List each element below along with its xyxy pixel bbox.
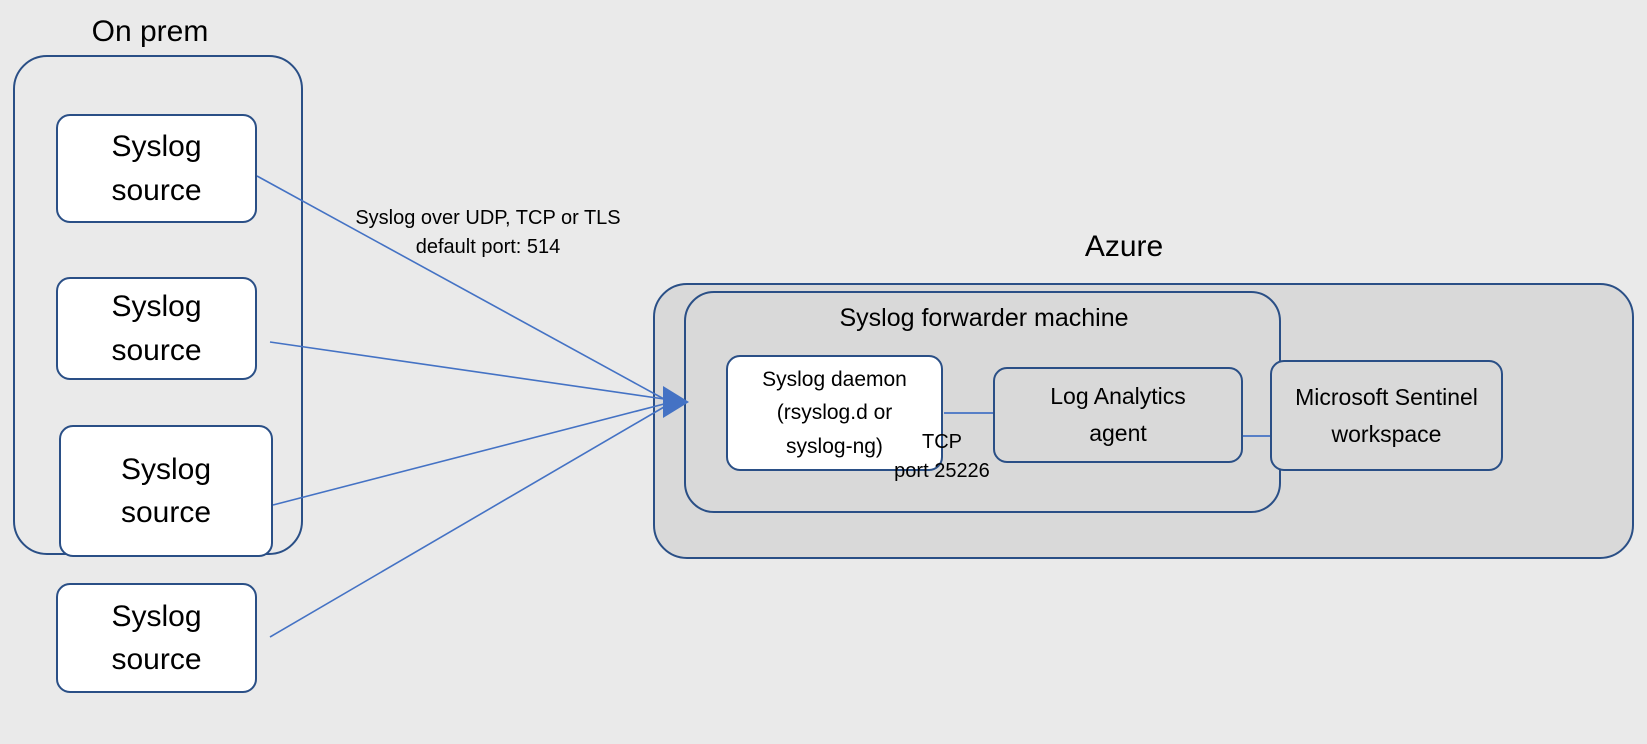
syslog-source-2-label: Syslog source [111, 290, 202, 367]
syslog-daemon-label: Syslog daemon (rsyslog.d or syslog-ng) [762, 367, 907, 458]
syslog-source-1[interactable]: Syslog source [56, 114, 257, 223]
syslog-source-4[interactable]: Syslog source [56, 583, 257, 693]
syslog-source-4-label: Syslog source [111, 599, 202, 677]
azure-label: Azure [1084, 230, 1164, 263]
ingest-edge-label: Syslog over UDP, TCP or TLS default port… [355, 207, 621, 258]
syslog-source-1-label: Syslog source [111, 130, 202, 207]
syslog-source-3-label: Syslog source [120, 452, 212, 530]
on-prem-label: On prem [91, 15, 209, 48]
log-analytics-agent[interactable]: Log Analytics agent [993, 367, 1243, 463]
daemon-to-agent-edge-label: TCP port 25226 [894, 431, 990, 482]
syslog-daemon[interactable]: Syslog daemon (rsyslog.d or syslog-ng) [726, 355, 943, 471]
connector-source-3 [272, 403, 665, 506]
connector-source-4 [269, 406, 665, 638]
connector-source-2 [269, 341, 665, 400]
syslog-source-3[interactable]: Syslog source [59, 425, 273, 557]
microsoft-sentinel-workspace[interactable]: Microsoft Sentinel workspace [1270, 360, 1503, 471]
log-analytics-agent-label: Log Analytics agent [1050, 383, 1186, 446]
syslog-source-2[interactable]: Syslog source [56, 277, 257, 380]
microsoft-sentinel-workspace-label: Microsoft Sentinel workspace [1295, 383, 1478, 447]
syslog-forwarder-machine-label: Syslog forwarder machine [839, 304, 1129, 332]
